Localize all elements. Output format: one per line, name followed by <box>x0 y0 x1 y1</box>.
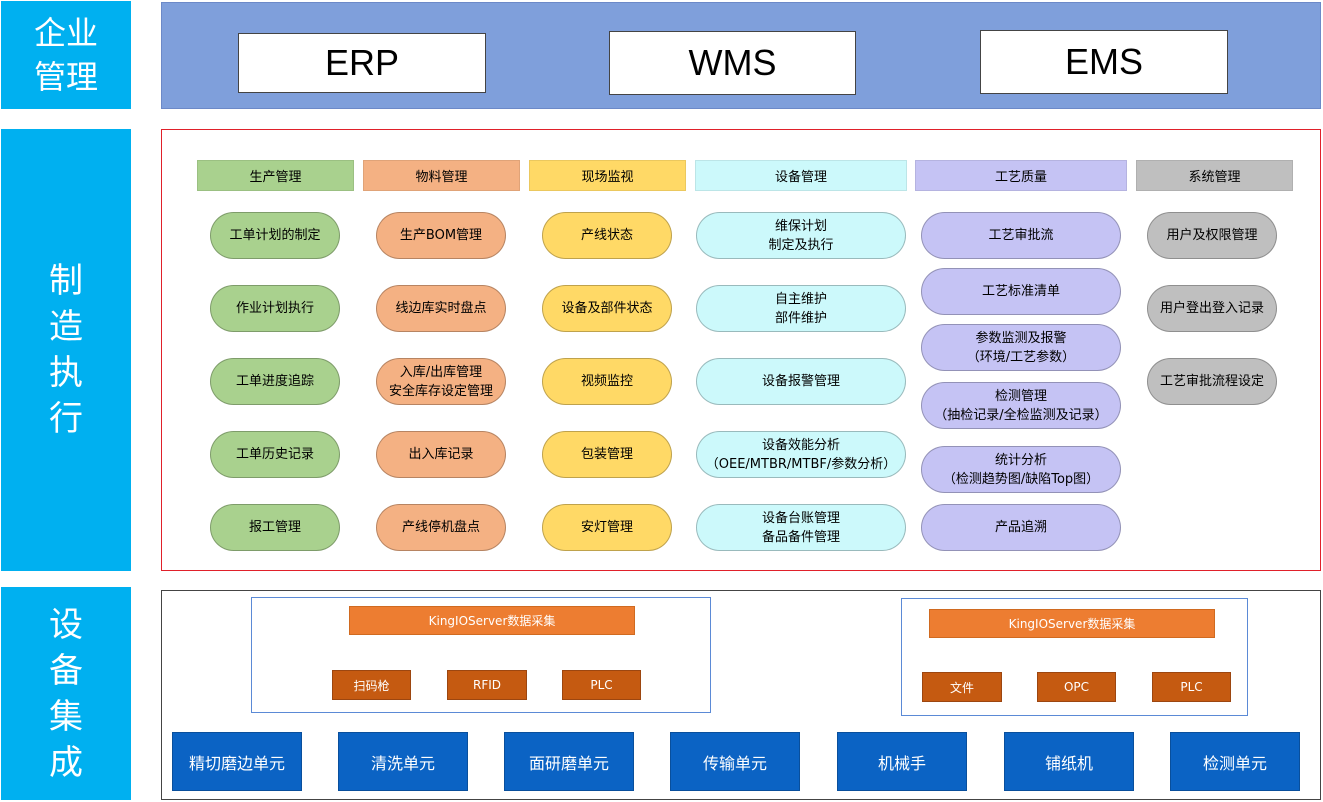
collector-title-2: KingIOServer数据采集 <box>929 609 1215 638</box>
function-equipment-5: 设备台账管理 备品备件管理 <box>696 504 906 551</box>
function-equipment-3: 设备报警管理 <box>696 358 906 405</box>
function-process-quality-6: 产品追溯 <box>921 504 1121 551</box>
function-material-4: 出入库记录 <box>376 431 506 478</box>
category-equipment: 设备管理 <box>695 160 907 191</box>
function-material-3: 入库/出库管理 安全库存设定管理 <box>376 358 506 405</box>
system-wms: WMS <box>609 31 856 95</box>
equipment-unit-7: 检测单元 <box>1170 732 1300 791</box>
category-process-quality: 工艺质量 <box>915 160 1127 191</box>
function-process-quality-2: 工艺标准清单 <box>921 268 1121 315</box>
equipment-unit-6: 铺纸机 <box>1004 732 1134 791</box>
collector-title-1: KingIOServer数据采集 <box>349 606 635 635</box>
category-system: 系统管理 <box>1136 160 1293 191</box>
function-system-3: 工艺审批流程设定 <box>1147 358 1277 405</box>
function-production-3: 工单进度追踪 <box>210 358 340 405</box>
category-monitoring: 现场监视 <box>529 160 686 191</box>
category-material: 物料管理 <box>363 160 520 191</box>
function-equipment-1: 维保计划 制定及执行 <box>696 212 906 259</box>
equipment-unit-5: 机械手 <box>837 732 967 791</box>
function-equipment-4: 设备效能分析 （OEE/MTBR/MTBF/参数分析） <box>696 431 906 478</box>
equipment-unit-1: 精切磨边单元 <box>172 732 302 791</box>
data-source-2-2: OPC <box>1037 672 1116 702</box>
mes-frame <box>161 129 1321 571</box>
layer-label-enterprise: 企业 管理 <box>1 1 131 109</box>
function-material-2: 线边库实时盘点 <box>376 285 506 332</box>
function-material-1: 生产BOM管理 <box>376 212 506 259</box>
function-production-2: 作业计划执行 <box>210 285 340 332</box>
data-source-1-3: PLC <box>562 670 641 700</box>
equipment-unit-4: 传输单元 <box>670 732 800 791</box>
function-monitoring-2: 设备及部件状态 <box>542 285 672 332</box>
function-process-quality-4: 检测管理 （抽检记录/全检监测及记录） <box>921 382 1121 429</box>
data-source-2-3: PLC <box>1152 672 1231 702</box>
function-production-5: 报工管理 <box>210 504 340 551</box>
data-source-1-2: RFID <box>447 670 527 700</box>
equipment-unit-2: 清洗单元 <box>338 732 468 791</box>
function-monitoring-1: 产线状态 <box>542 212 672 259</box>
function-monitoring-4: 包装管理 <box>542 431 672 478</box>
function-equipment-2: 自主维护 部件维护 <box>696 285 906 332</box>
function-process-quality-3: 参数监测及报警 （环境/工艺参数） <box>921 324 1121 371</box>
system-erp: ERP <box>238 33 486 93</box>
function-monitoring-5: 安灯管理 <box>542 504 672 551</box>
data-source-1-1: 扫码枪 <box>332 670 411 700</box>
function-process-quality-5: 统计分析 （检测趋势图/缺陷Top图） <box>921 446 1121 493</box>
function-process-quality-1: 工艺审批流 <box>921 212 1121 259</box>
equipment-unit-3: 面研磨单元 <box>504 732 634 791</box>
layer-label-mes: 制 造 执 行 <box>1 129 131 571</box>
function-system-2: 用户登出登入记录 <box>1147 285 1277 332</box>
system-ems: EMS <box>980 30 1228 94</box>
data-source-2-1: 文件 <box>922 672 1002 702</box>
layer-label-device: 设 备 集 成 <box>1 587 131 800</box>
function-monitoring-3: 视频监控 <box>542 358 672 405</box>
function-production-1: 工单计划的制定 <box>210 212 340 259</box>
function-material-5: 产线停机盘点 <box>376 504 506 551</box>
category-production: 生产管理 <box>197 160 354 191</box>
function-system-1: 用户及权限管理 <box>1147 212 1277 259</box>
function-production-4: 工单历史记录 <box>210 431 340 478</box>
